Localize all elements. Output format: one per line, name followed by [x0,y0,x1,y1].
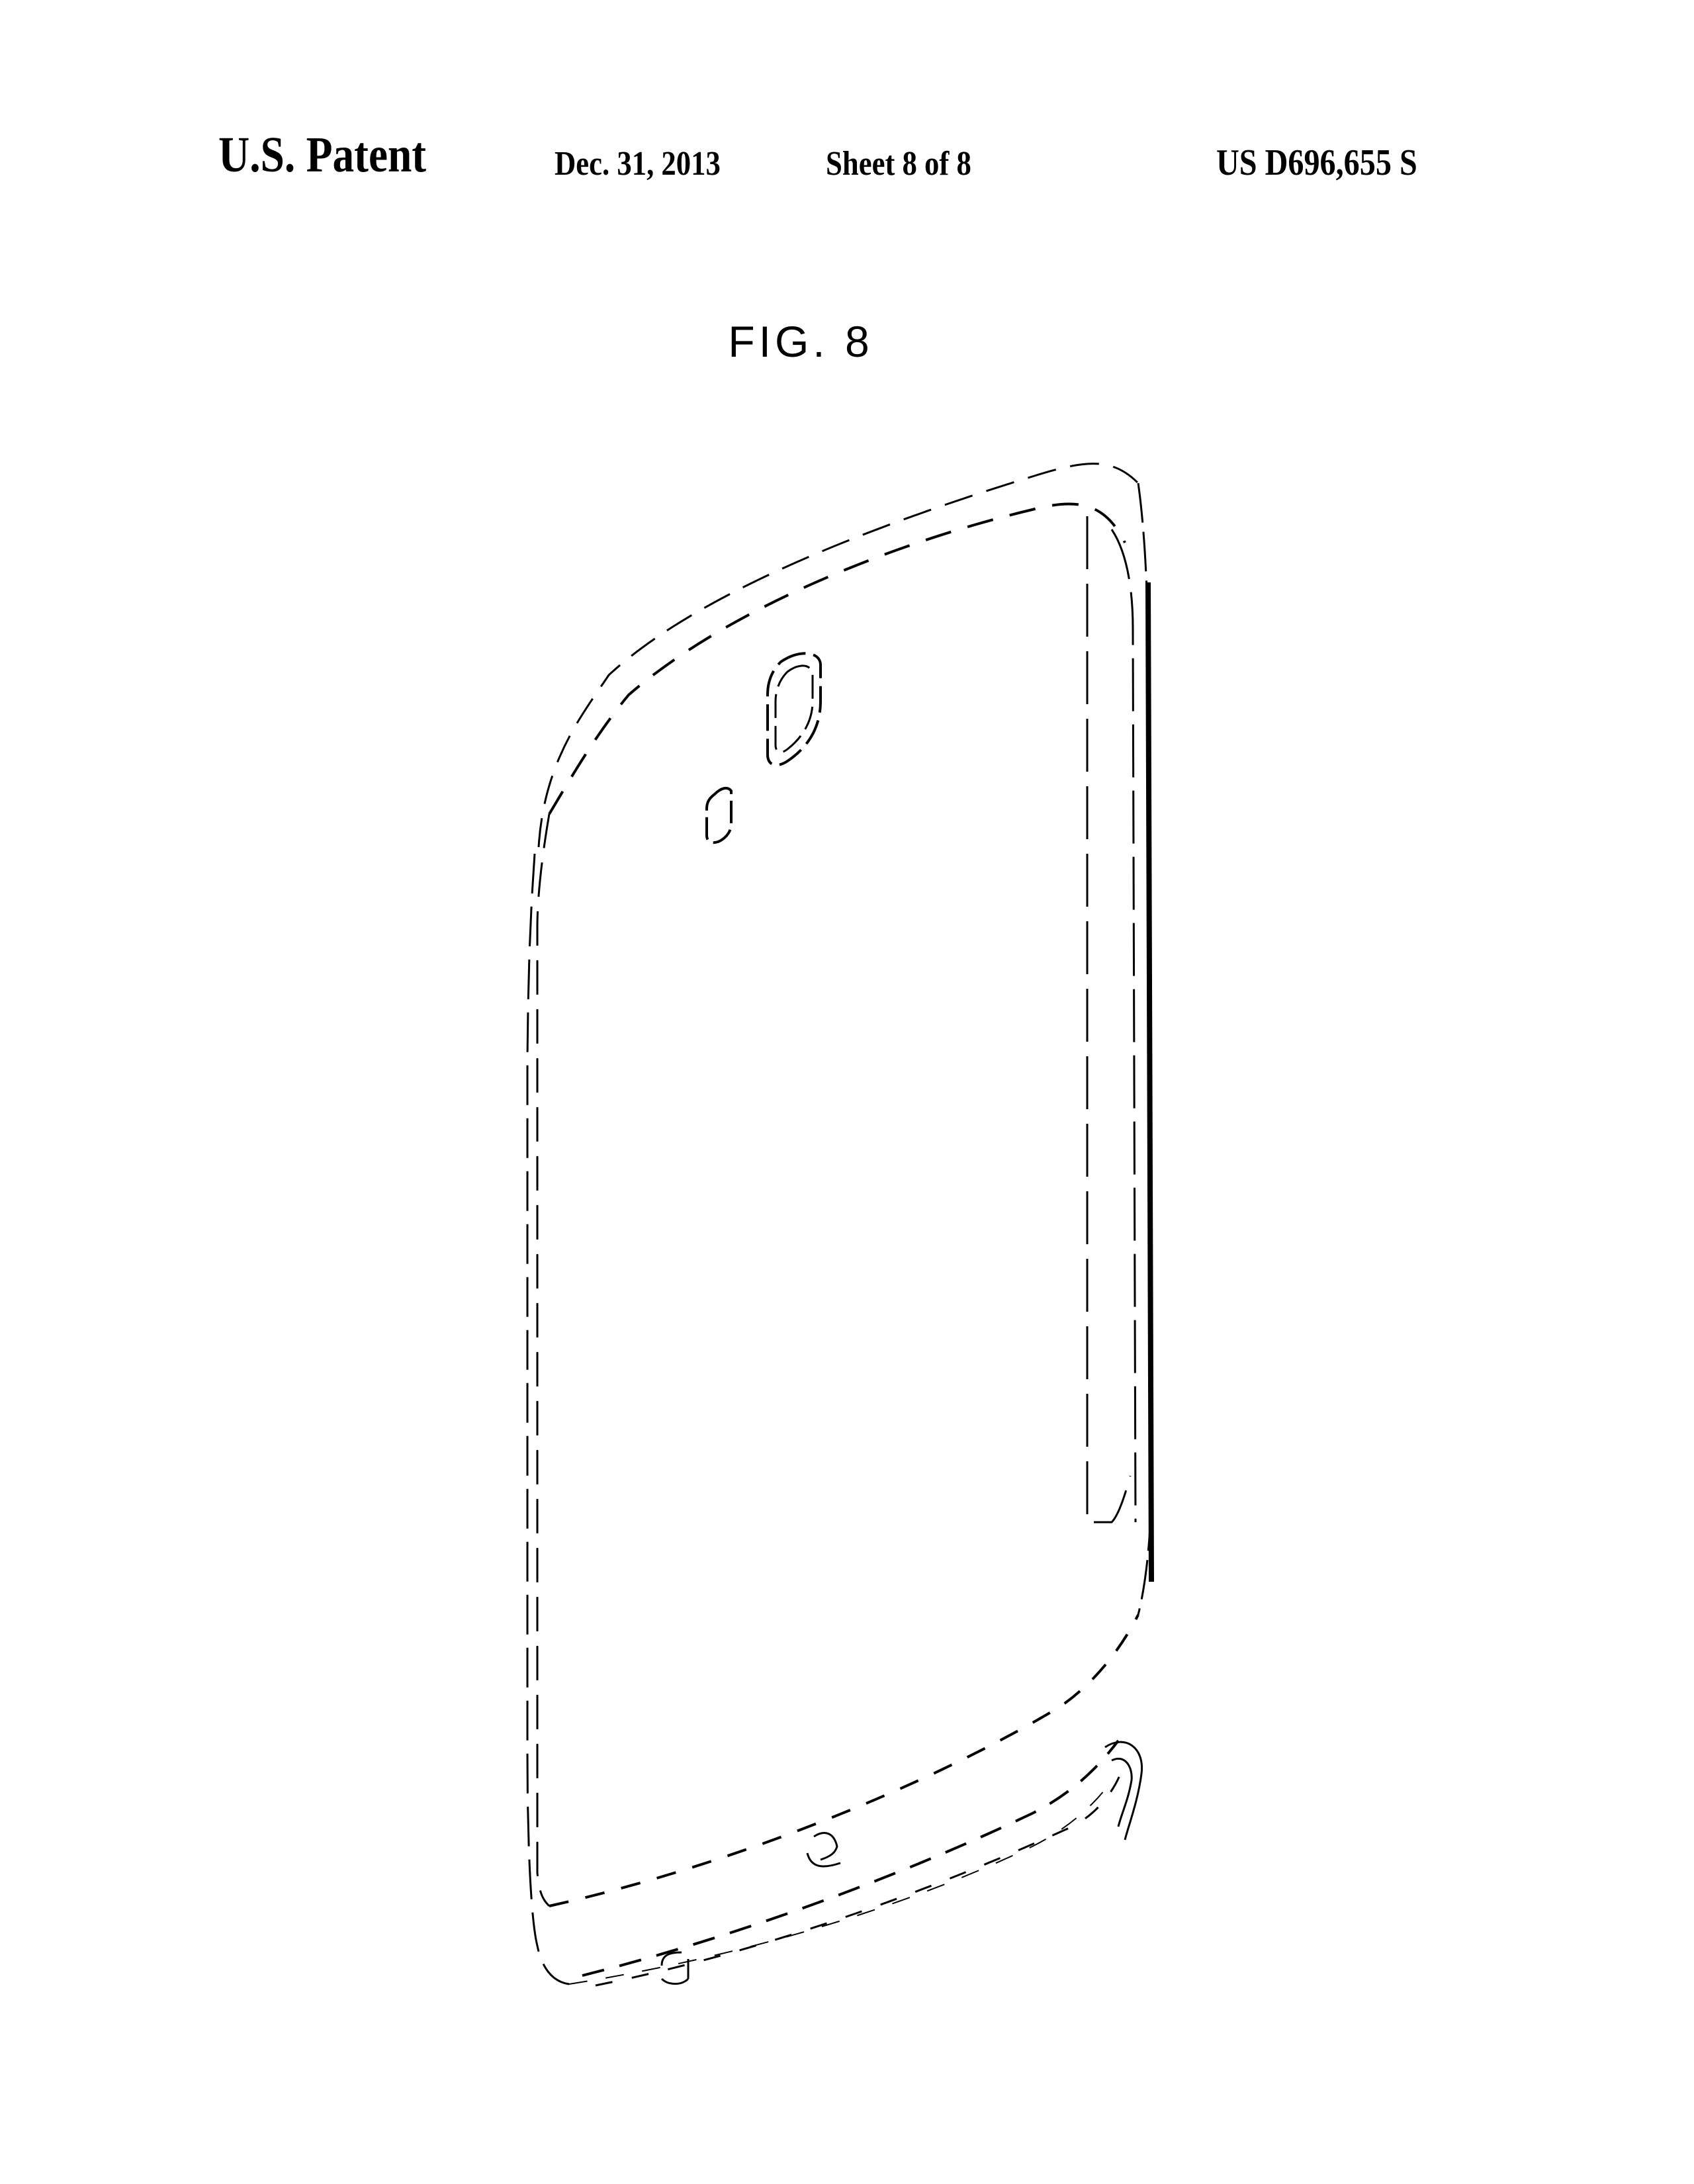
back-bottom-edge [549,1614,1139,1907]
bottom-band-3 [568,1780,1112,1985]
bottom-band-1 [582,1739,1120,1977]
right-thick-edge [1145,582,1154,1582]
right-inner-dash-2 [1110,529,1137,1523]
outer-top-edge [537,463,1139,848]
right-inner-dash [1086,516,1132,1524]
bottom-right-arc-1 [1104,1741,1143,1841]
figure-label: FIG. 8 [728,317,873,366]
inner-top-edge [548,502,1126,815]
left-inner-edge [536,813,551,1907]
bottom-center-port [806,1832,841,1868]
sheet-number: Sheet 8 of 8 [826,145,971,183]
patent-number: US D696,655 S [1216,142,1417,183]
bottom-band-2 [595,1760,1126,1987]
patent-label: U.S. Patent [218,127,427,183]
left-outer-edge [526,853,570,1985]
flash-icon [705,786,733,844]
patent-date: Dec. 31, 2013 [555,145,721,183]
usb-port [660,1951,690,1985]
bottom-right-arc-2 [1111,1757,1133,1827]
camera-lens-icon [766,652,822,766]
